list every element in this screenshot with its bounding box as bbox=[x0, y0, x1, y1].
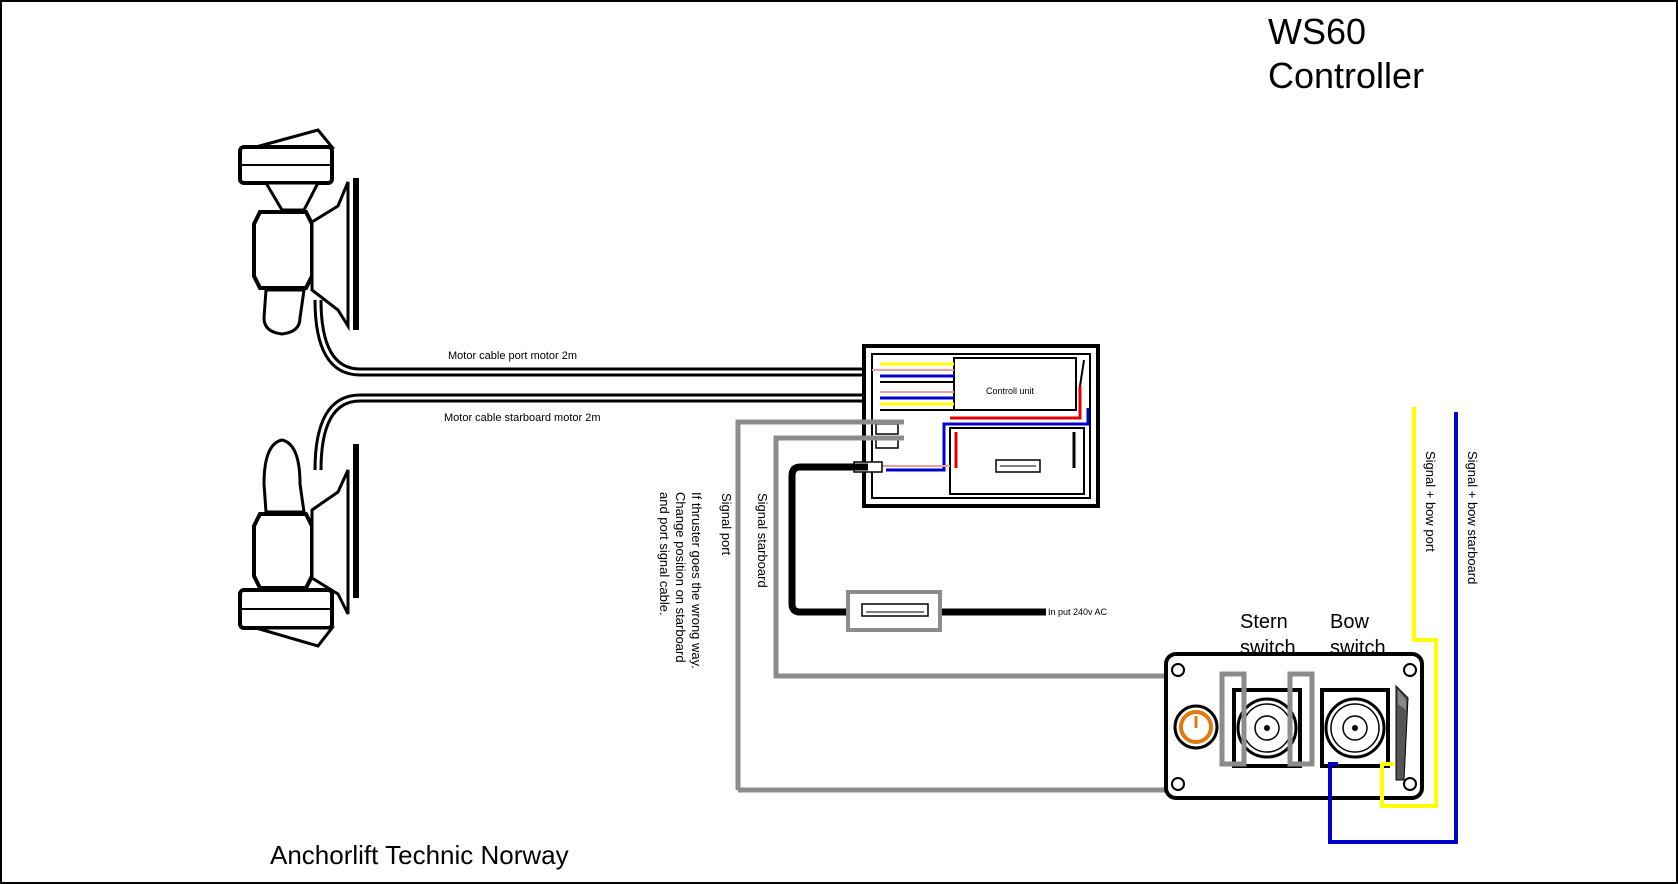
bow-switch-label-line2: switch bbox=[1330, 637, 1386, 659]
control-unit-box bbox=[953, 357, 1077, 411]
signal-bow-starboard-label: Signal + bow starboard bbox=[1465, 451, 1480, 584]
stern-switch-label-line1: Stern bbox=[1240, 611, 1288, 633]
control-unit-label: Controll unit bbox=[986, 386, 1035, 396]
stern-switch-bracket-right bbox=[1287, 671, 1315, 767]
signal-port-label: Signal port bbox=[719, 493, 734, 556]
motor-cable-starboard-label: Motor cable starboard motor 2m bbox=[444, 412, 601, 424]
note-line1: If thruster goes the wrong way. bbox=[689, 492, 704, 669]
title-line1: WS60 bbox=[1268, 11, 1366, 52]
port-thruster-motor-icon bbox=[238, 128, 359, 336]
stern-switch-bracket bbox=[1219, 671, 1247, 767]
motor-cable-port-label: Motor cable port motor 2m bbox=[448, 350, 577, 362]
signal-starboard-label: Signal starboard bbox=[755, 493, 770, 588]
footer-brand: Anchorlift Technic Norway bbox=[270, 840, 569, 870]
note-line3: and port signal cable. bbox=[657, 492, 672, 616]
bow-switch-knob[interactable] bbox=[1320, 688, 1390, 768]
bow-port-signal-wire bbox=[1380, 407, 1438, 808]
starboard-thruster-motor-icon bbox=[238, 438, 359, 648]
note-line2: Change position on starboard bbox=[673, 492, 688, 663]
bow-switch-label-line1: Bow bbox=[1330, 611, 1369, 633]
controller-enclosure: Controll unit bbox=[853, 344, 1100, 508]
brand-emblem-icon bbox=[1395, 684, 1409, 781]
signal-bow-port-label: Signal + bow port bbox=[1423, 451, 1438, 552]
power-input-cable bbox=[788, 463, 1046, 616]
title-line2: Controller bbox=[1268, 55, 1424, 96]
power-knob-icon bbox=[1173, 704, 1219, 750]
stern-switch-label-line2: switch bbox=[1240, 637, 1296, 659]
wrong-direction-note: If thruster goes the wrong way. Change p… bbox=[657, 492, 704, 669]
motor-cable-port bbox=[313, 299, 872, 377]
input-power-label: In put 240v AC bbox=[1048, 607, 1108, 617]
inline-fuse-icon bbox=[846, 590, 942, 632]
motor-cable-starboard bbox=[313, 393, 872, 471]
bow-starboard-signal-wire bbox=[1328, 412, 1458, 844]
